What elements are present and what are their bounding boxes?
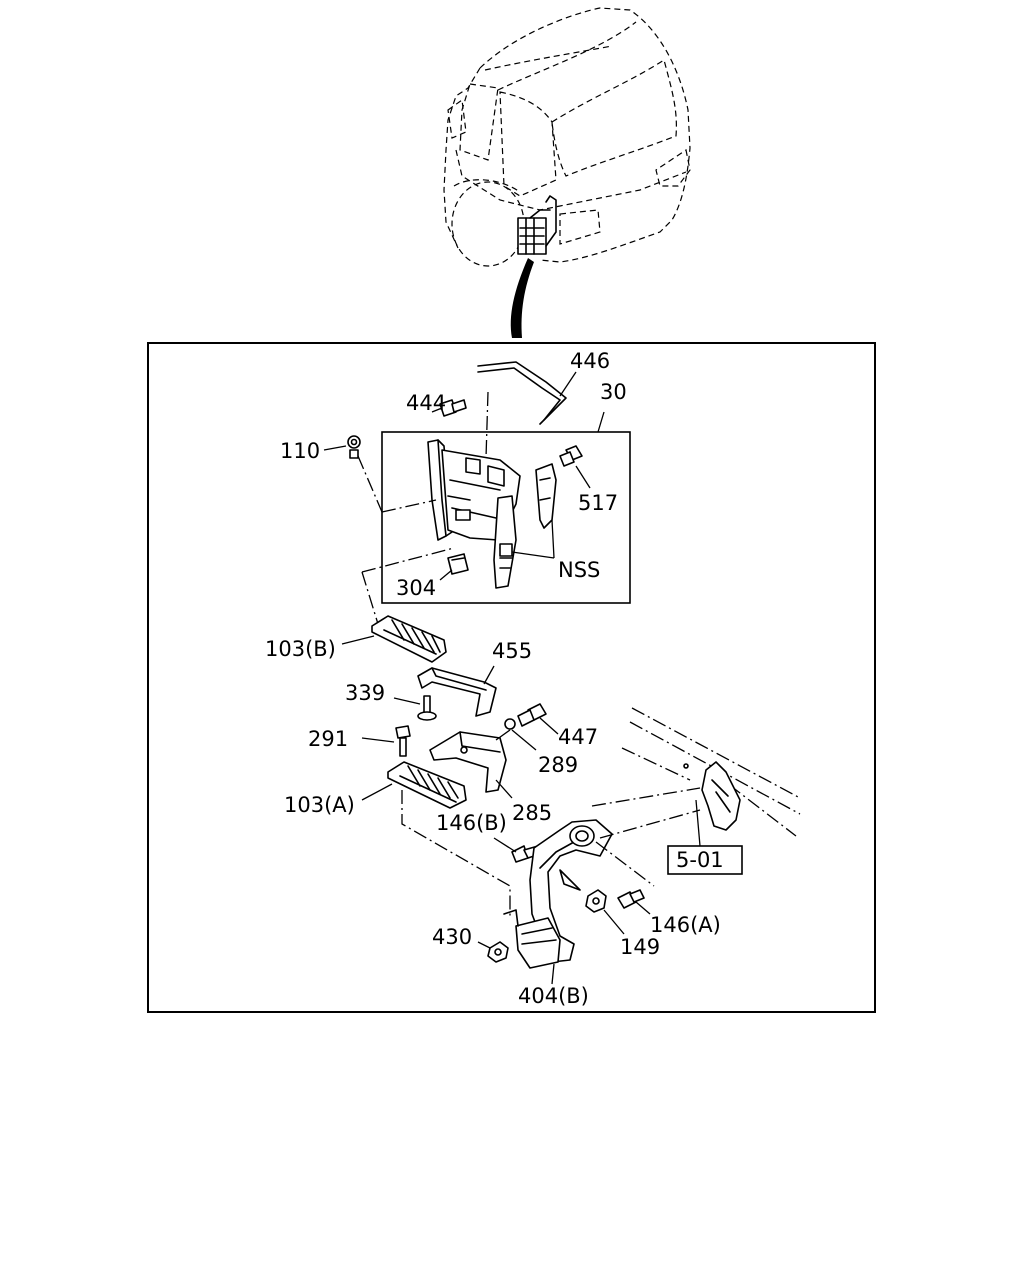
callout-304: 304 bbox=[396, 576, 436, 600]
callout-455: 455 bbox=[492, 639, 532, 663]
callout-444: 444 bbox=[406, 391, 446, 415]
callout-146b: 146(B) bbox=[436, 811, 507, 835]
callout-146a: 146(A) bbox=[650, 913, 721, 937]
callout-30: 30 bbox=[600, 380, 627, 404]
part-103a-step-pad bbox=[361, 761, 511, 918]
part-447-bolt bbox=[517, 703, 559, 735]
callout-446: 446 bbox=[570, 349, 610, 373]
callout-5-01: 5-01 bbox=[676, 848, 724, 872]
callout-404b: 404(B) bbox=[518, 984, 589, 1008]
part-404b-step-bracket bbox=[503, 819, 655, 985]
ref-5-01-box bbox=[667, 845, 743, 875]
part-285-bracket bbox=[429, 729, 513, 799]
part-110-bolt bbox=[323, 435, 361, 459]
callout-103b: 103(B) bbox=[265, 637, 336, 661]
part-444-bolt bbox=[431, 391, 489, 459]
part-149-nut bbox=[585, 889, 625, 935]
callout-517: 517 bbox=[578, 491, 618, 515]
callout-430: 430 bbox=[432, 925, 472, 949]
part-103b-step-pad bbox=[341, 615, 447, 663]
detail-frame bbox=[147, 342, 876, 1013]
callout-285: 285 bbox=[512, 801, 552, 825]
part-517-bolt bbox=[559, 445, 591, 489]
callout-339: 339 bbox=[345, 681, 385, 705]
part-430-nut bbox=[477, 941, 509, 963]
callout-labels: 446 444 30 110 517 304 NSS 103(B) 455 33… bbox=[265, 349, 724, 1008]
part-446-rod bbox=[477, 361, 577, 425]
callout-447: 447 bbox=[558, 725, 598, 749]
part-455-hanger bbox=[417, 665, 497, 717]
assembly-30-box bbox=[381, 431, 631, 604]
frame-rail-5-01 bbox=[591, 707, 801, 875]
part-304-clip bbox=[439, 553, 469, 581]
part-146a-bolt bbox=[617, 889, 651, 915]
callout-149: 149 bbox=[620, 935, 660, 959]
callout-289: 289 bbox=[538, 753, 578, 777]
part-289-washer bbox=[504, 718, 537, 751]
truck-cab-overview bbox=[443, 7, 691, 338]
callout-291: 291 bbox=[308, 727, 348, 751]
part-339-pin bbox=[393, 695, 437, 721]
bracket-assembly bbox=[357, 439, 557, 625]
part-291-bolt bbox=[361, 725, 411, 757]
callout-103a: 103(A) bbox=[284, 793, 355, 817]
callout-nss: NSS bbox=[558, 558, 600, 582]
callout-110: 110 bbox=[280, 439, 320, 463]
